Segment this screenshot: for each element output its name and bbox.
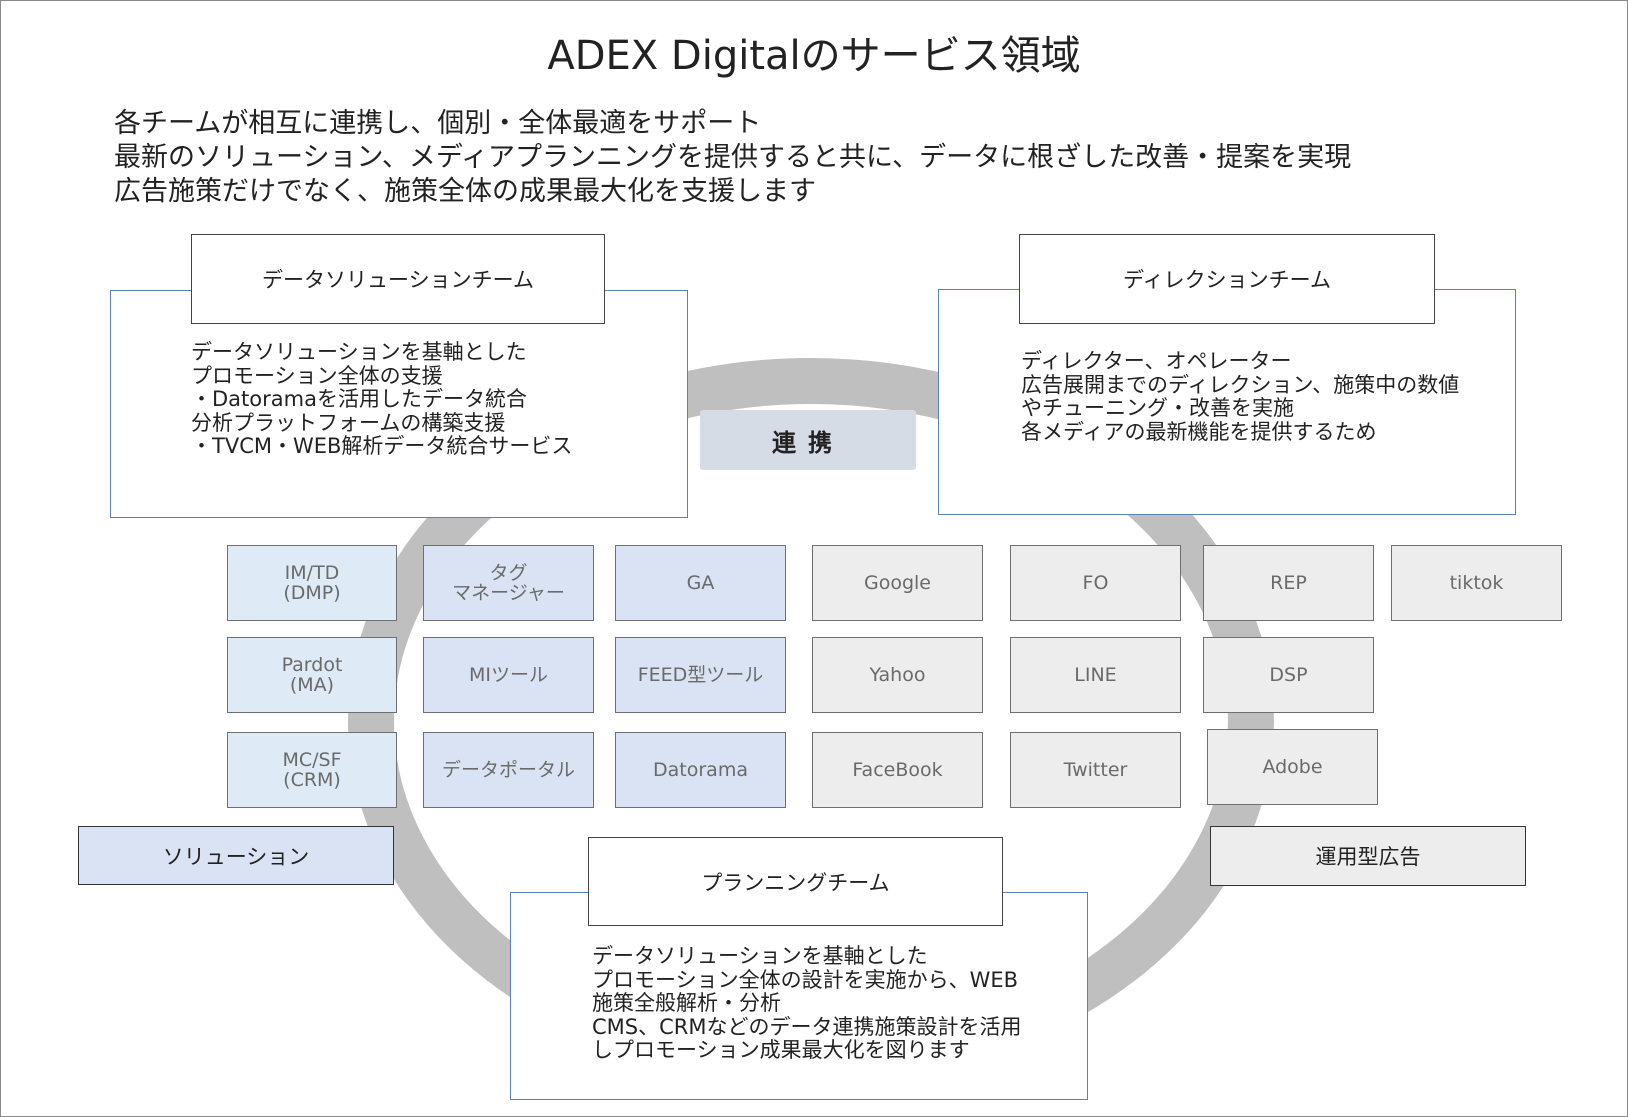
solution-tool-tile: Pardot (MA): [227, 637, 397, 713]
solution-tool-tile: Datorama: [615, 732, 786, 808]
description-line: ディレクター、オペレーター: [1021, 349, 1292, 373]
planning-team-description: データソリューションを基軸とした プロモーション全体の設計を実施から、WEB 施…: [592, 944, 1022, 1063]
ad-media-tile: Google: [812, 545, 983, 621]
data-solution-team-title: データソリューションチーム: [191, 234, 605, 324]
description-line: 施策全般解析・分析: [592, 991, 781, 1015]
solution-tool-tile: MIツール: [423, 637, 594, 713]
direction-team-title: ディレクションチーム: [1019, 234, 1435, 324]
solution-tool-tile: データポータル: [423, 732, 594, 808]
ad-media-tile: FaceBook: [812, 732, 983, 808]
intro-line: 広告施策だけでなく、施策全体の成果最大化を支援します: [114, 176, 816, 207]
data-solution-team-description: データソリューションを基軸とした プロモーション全体の支援 ・Datoramaを…: [191, 340, 573, 459]
solution-tool-tile: FEED型ツール: [615, 637, 786, 713]
intro-line: 各チームが相互に連携し、個別・全体最適をサポート: [114, 108, 762, 139]
description-line: ・Datoramaを活用したデータ統合: [191, 387, 527, 411]
description-line: CMS、CRMなどのデータ連携施策設計を活用: [592, 1014, 1022, 1039]
ad-media-tile: REP: [1203, 545, 1374, 621]
description-line: 各メディアの最新機能を提供するため: [1021, 419, 1377, 444]
description-line: データソリューションを基軸とした: [191, 340, 527, 364]
direction-team-box: [938, 289, 1516, 515]
ad-media-tile: DSP: [1203, 637, 1374, 713]
description-line: プロモーション全体の支援: [191, 363, 443, 388]
solution-tool-tile: GA: [615, 545, 786, 621]
description-line: データソリューションを基軸とした: [592, 944, 928, 968]
page-title: ADEX Digitalのサービス領域: [547, 33, 1081, 79]
data-solution-team-box: [110, 290, 688, 518]
direction-team-description: ディレクター、オペレーター 広告展開までのディレクション、施策中の数値 やチュー…: [1021, 349, 1460, 444]
ad-media-tile: FO: [1010, 545, 1181, 621]
solution-tool-tile: MC/SF (CRM): [227, 732, 397, 808]
solution-tool-tile: タグ マネージャー: [423, 545, 594, 621]
ad-media-tile: Twitter: [1010, 732, 1181, 808]
planning-team-box: [510, 892, 1088, 1100]
ads-category-label: 運用型広告: [1210, 826, 1526, 886]
description-line: 広告展開までのディレクション、施策中の数値: [1021, 372, 1460, 397]
ad-media-tile: tiktok: [1391, 545, 1562, 621]
ad-media-tile: Yahoo: [812, 637, 983, 713]
description-line: ・TVCM・WEB解析データ統合サービス: [191, 434, 573, 458]
solution-category-label: ソリューション: [78, 826, 394, 885]
solution-tool-tile: IM/TD (DMP): [227, 545, 397, 621]
intro-text: 各チームが相互に連携し、個別・全体最適をサポート 最新のソリューション、メディア…: [114, 107, 1351, 209]
description-line: しプロモーション成果最大化を図ります: [592, 1038, 970, 1062]
ad-media-tile: LINE: [1010, 637, 1181, 713]
description-line: プロモーション全体の設計を実施から、WEB: [592, 967, 1019, 992]
ad-media-tile: Adobe: [1207, 729, 1378, 805]
description-line: 分析プラットフォームの構築支援: [191, 410, 506, 435]
intro-line: 最新のソリューション、メディアプランニングを提供すると共に、データに根ざした改善…: [114, 142, 1352, 173]
description-line: やチューニング・改善を実施: [1021, 396, 1294, 420]
planning-team-title: プランニングチーム: [588, 837, 1003, 926]
collaboration-label: 連携: [700, 410, 916, 470]
